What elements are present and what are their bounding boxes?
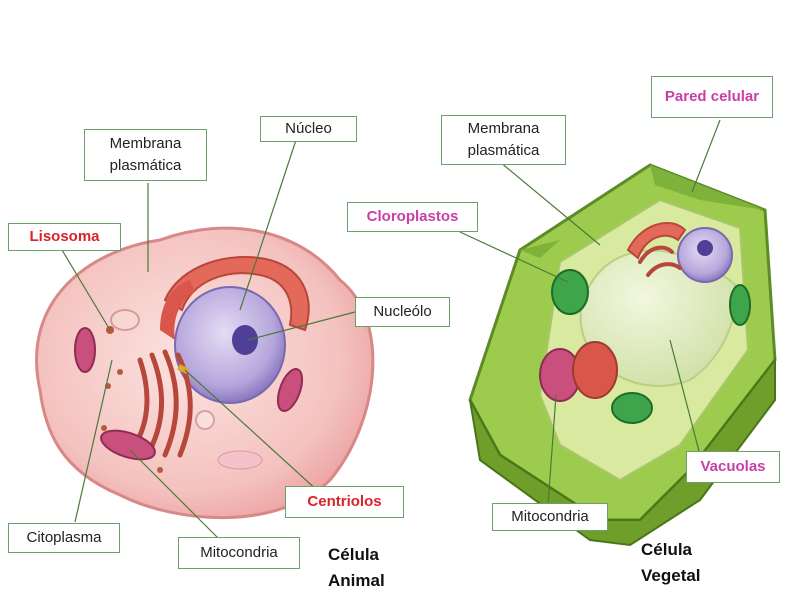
animal-lysosome	[110, 309, 140, 331]
animal-nucleolus	[232, 325, 258, 355]
leader-lines	[61, 119, 721, 541]
label-nucleo: Núcleo	[260, 116, 357, 142]
label-cloroplastos: Cloroplastos	[347, 202, 478, 232]
label-centriolos: Centriolos	[285, 486, 404, 518]
label-nucleolo: Nucleólo	[355, 297, 450, 327]
label-mitocondria-animal: Mitocondria	[178, 537, 300, 569]
animal-mitochondria-3	[276, 368, 304, 412]
label-vacuolas: Vacuolas	[686, 451, 780, 483]
chloroplast-2	[611, 392, 653, 424]
caption-celula-vegetal: Célula Vegetal	[641, 540, 701, 585]
plant-nucleolus	[697, 240, 713, 256]
animal-cell	[35, 226, 375, 520]
plant-cell	[468, 163, 777, 547]
animal-nucleus	[174, 286, 286, 404]
label-citoplasma-animal: Citoplasma	[8, 523, 120, 553]
chloroplast-3	[729, 284, 751, 326]
caption-celula-animal: Célula Animal	[328, 545, 385, 590]
label-mitocondria-vegetal: Mitocondria	[492, 503, 608, 531]
label-pared-celular: Pared celular	[651, 76, 773, 118]
chloroplast-1	[551, 269, 589, 315]
label-membrana-plasmatica-animal: Membrana plasmática	[84, 129, 207, 181]
animal-mitochondria-2	[74, 327, 96, 373]
plant-mitochondria-2	[572, 341, 618, 399]
label-membrana-plasmatica-vegetal: Membrana plasmática	[441, 115, 566, 165]
label-lisosoma: Lisosoma	[8, 223, 121, 251]
animal-mitochondria-1	[100, 429, 156, 461]
plant-er	[626, 221, 687, 260]
rough-er	[163, 256, 310, 332]
